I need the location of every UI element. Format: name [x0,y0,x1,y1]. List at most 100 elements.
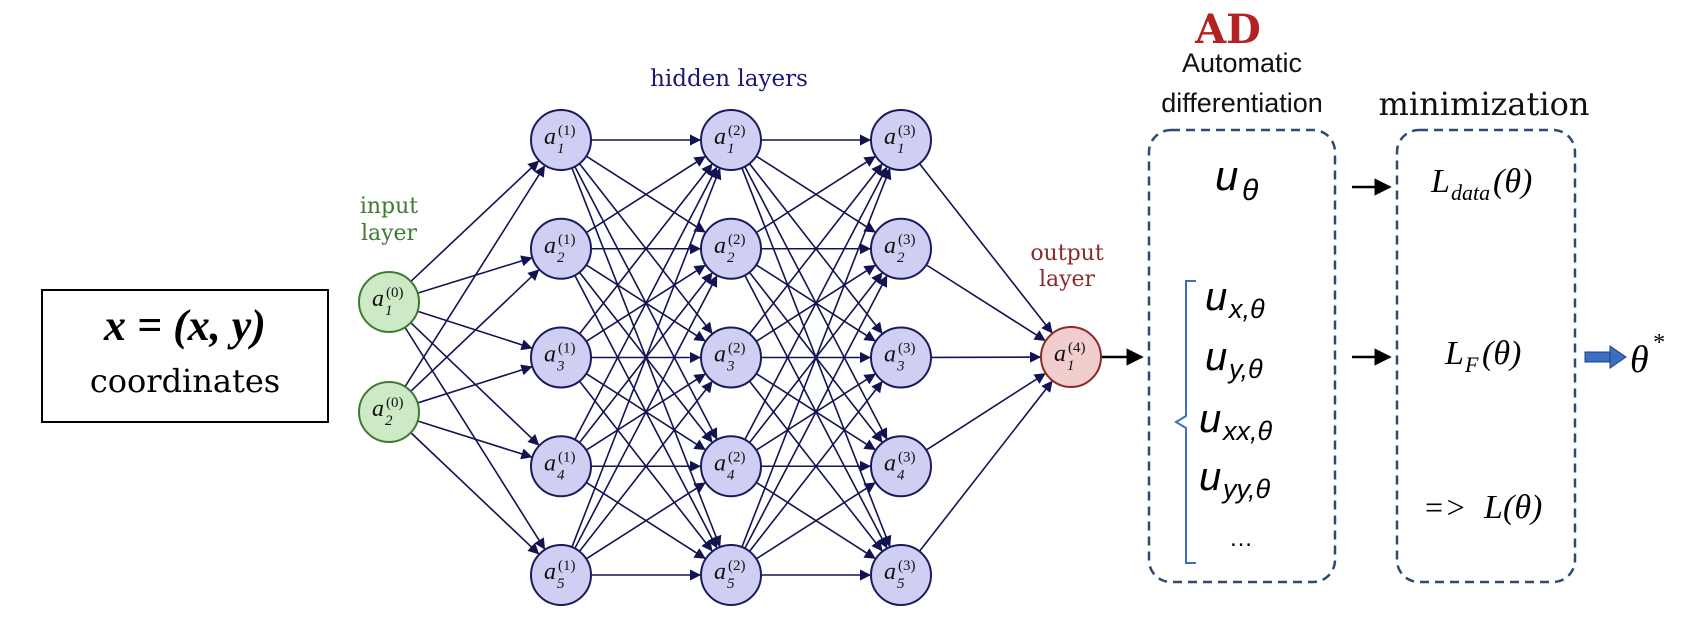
node-symbol: a [714,124,726,150]
node-circle [870,109,932,171]
node-symbol: a [714,233,726,259]
deriv-base: u [1199,397,1221,441]
node-circle [700,217,762,280]
node-subscript: 2 [385,413,393,429]
node-superscript: (2) [728,449,746,465]
loss-total-L: L [1483,489,1503,526]
node-circle [870,217,932,280]
node-subscript: 3 [556,359,565,375]
edge-l1-n5-to-n3 [578,381,713,552]
input-coordinates-label: coordinates [90,362,280,400]
loss-total: => L (θ) [1423,489,1542,526]
edge-l0-n1-to-n4 [410,322,540,446]
edge-l2-n5-to-n3 [748,381,883,552]
derivative-u-yy: u yy,θ [1199,455,1270,504]
deriv-sub: xx,θ [1221,416,1273,446]
node-circle [700,326,762,389]
deriv-base: u [1205,275,1227,319]
edge-l3-n1-to-n1 [918,163,1053,334]
node-superscript: (0) [386,285,404,301]
node-symbol: a [714,450,726,476]
edge-l0-n2-to-n3 [417,364,533,404]
deriv-sub: yy,θ [1221,474,1270,504]
node-subscript: 1 [727,141,735,157]
node-circle [530,435,592,498]
edge-l2-n4-to-n1 [744,166,888,441]
edge-l2-n5-to-n2 [744,275,888,549]
input-layer-label-line2: layer [361,221,418,246]
edge-l1-n5-to-n2 [574,275,718,549]
node-symbol: a [544,124,556,150]
node-circle [700,109,762,171]
node-subscript: 2 [727,250,735,266]
loss-f-arg: (θ) [1482,335,1521,372]
node-superscript: (4) [1068,340,1086,356]
node-subscript: 4 [727,467,735,483]
edge-l2-n3-to-n1 [748,163,883,335]
edge-l1-n4-to-n1 [574,166,718,441]
edge-l1-n2-to-n1 [585,156,706,234]
node-circle [530,217,592,280]
node-superscript: (2) [728,341,746,357]
node-symbol: a [372,396,384,422]
node-subscript: 3 [726,359,735,375]
node-superscript: (0) [386,395,404,411]
edge-l1-n5-to-n1 [571,167,722,548]
loss-data-L: L [1430,163,1450,200]
ad-subtitle-line1: Automatic [1182,48,1302,78]
node-subscript: 4 [557,467,565,483]
deriv-sub: y,θ [1227,354,1263,384]
node-circle [870,326,932,389]
node-symbol: a [544,559,556,585]
node-circle [358,381,420,443]
loss-data: L data (θ) [1430,163,1532,205]
hidden-layers-label: hidden layers [650,66,808,92]
loss-total-arg: (θ) [1503,489,1542,526]
node-symbol: a [372,286,384,312]
node-subscript: 1 [897,141,905,157]
node-symbol: a [544,233,556,259]
edge-l0-n1-to-n3 [417,310,533,351]
deriv-base: u [1205,335,1227,379]
input-coordinates-box: x = (x, y) coordinates [41,289,329,423]
derivative-u-y: u y,θ [1205,335,1263,384]
deriv-base: u [1199,455,1221,499]
node-superscript: (2) [728,558,746,574]
node-superscript: (1) [558,558,576,574]
edge-l1-n3-to-n1 [578,163,713,335]
node-subscript: 2 [897,250,905,266]
input-formula: x = (x, y) [103,301,266,350]
node-symbol: a [714,559,726,585]
derivative-u-xx: u xx,θ [1199,397,1273,446]
node-symbol: a [1054,341,1066,367]
deriv-sub: x,θ [1227,294,1265,324]
theta-star: θ [1630,339,1649,381]
loss-f-L: L [1444,335,1464,372]
ad-subtitle-line2: differentiation [1161,88,1323,118]
edge-l0-n1-to-n1 [410,160,540,283]
node-subscript: 1 [385,303,393,319]
edge-l3-n5-to-n1 [918,380,1053,552]
output-layer-label-line1: output [1030,241,1104,266]
node-subscript: 5 [727,576,735,592]
node-symbol: a [884,233,896,259]
edge-l2-n2-to-n1 [755,156,876,234]
node-superscript: (1) [558,232,576,248]
node-subscript: 5 [897,576,905,592]
edge-l3-n4-to-n1 [925,373,1046,451]
minimization-box [1395,128,1577,584]
u-theta: u θ [1215,152,1259,207]
node-circle [1040,326,1102,388]
loss-f: L F (θ) [1444,335,1521,377]
node-circle [700,544,762,606]
